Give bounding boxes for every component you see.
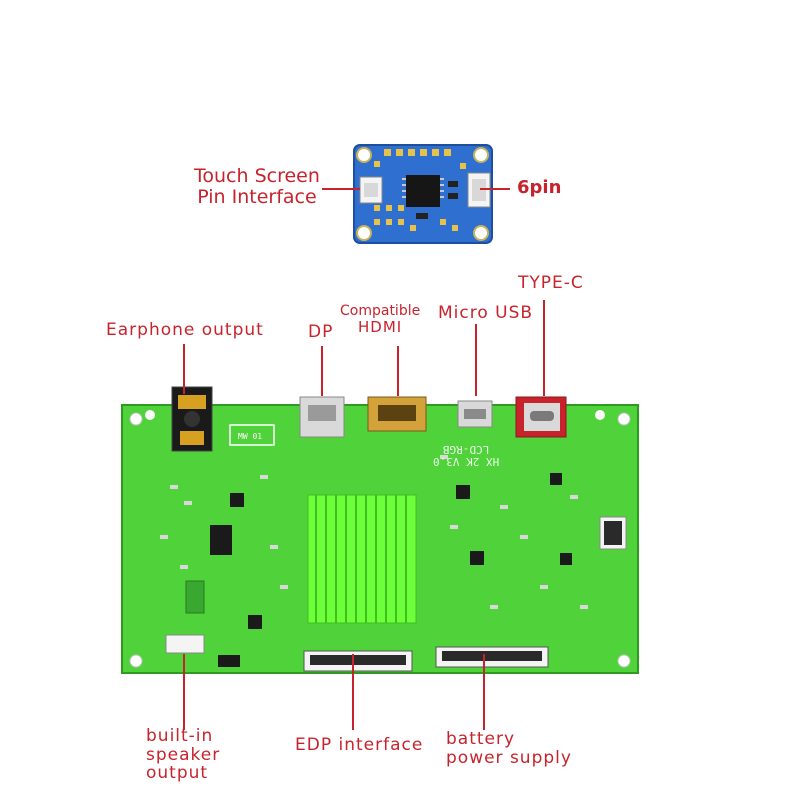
builtin-label-line2: speaker [146, 744, 221, 765]
touch-screen-label-line1: Touch Screen [194, 165, 320, 187]
board-model-text: HX 2K V3.0 [433, 455, 500, 469]
battery-leader-line [483, 654, 485, 730]
earphone-leader-line [183, 344, 185, 394]
builtin-label-line3: output [146, 763, 209, 784]
touch-screen-pin-interface-label: Touch Screen Pin Interface [194, 166, 320, 208]
dp-label: DP [308, 322, 334, 342]
edp-interface-label: EDP interface [295, 735, 424, 755]
speaker-leader-line [183, 654, 185, 730]
builtin-label-line1: built-in [146, 726, 214, 746]
battery-label-line1: battery [446, 729, 516, 749]
touch-screen-label-line2: Pin Interface [197, 185, 317, 208]
compatible-hdmi-label: Compatible HDMI [340, 303, 421, 337]
touch-screen-leader-line [322, 188, 360, 190]
dp-leader-line [321, 346, 323, 396]
battery-power-supply-label: battery power supply [446, 730, 572, 767]
type-c-leader-line [543, 300, 545, 396]
hdmi-leader-line [397, 346, 399, 396]
six-pin-leader-line [480, 188, 510, 190]
hdmi-label: HDMI [358, 318, 403, 337]
compatible-label: Compatible [340, 303, 421, 319]
micro-usb-label: Micro USB [438, 303, 534, 323]
six-pin-label: 6pin [517, 177, 562, 198]
svg-text:MW 01: MW 01 [238, 432, 262, 441]
touch-screen-adapter-board [353, 144, 493, 244]
type-c-label: TYPE-C [518, 273, 584, 293]
battery-label-line2: power supply [446, 747, 572, 768]
micro-usb-leader-line [475, 324, 477, 396]
earphone-output-label: Earphone output [106, 320, 264, 340]
board-model-silkscreen: HX 2K V3.0 LCD-RGB [433, 443, 500, 469]
main-driver-board: MW 01 [121, 386, 639, 674]
builtin-speaker-output-label: built-in speaker output [146, 727, 220, 783]
board-type-text: LCD-RGB [442, 443, 490, 457]
edp-leader-line [352, 654, 354, 730]
